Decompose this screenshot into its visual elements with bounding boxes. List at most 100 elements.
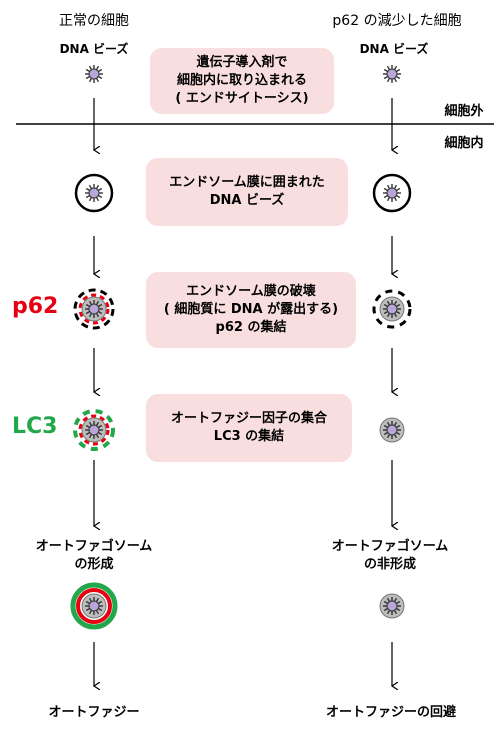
p62-cluster-ring xyxy=(78,414,110,446)
bead-spike xyxy=(95,312,100,318)
bead-spike xyxy=(88,300,93,306)
step-box-endosome: エンドソーム膜に囲まれた DNA ビーズ xyxy=(146,158,348,226)
dna-bead-icon xyxy=(88,424,100,436)
bead-spike xyxy=(386,421,391,427)
bead-spike xyxy=(97,187,103,192)
bead-spike xyxy=(383,600,389,605)
dna-bead-icon xyxy=(88,600,100,612)
dna-beads-label-depleted: DNA ビーズ xyxy=(359,42,429,56)
bead-spike xyxy=(95,433,100,439)
bead-spike xyxy=(85,431,91,436)
autophagy-label: オートファジー xyxy=(48,705,140,720)
column-title-normal: 正常の細胞 xyxy=(59,13,129,29)
bead-spike xyxy=(88,196,93,202)
bead-spike xyxy=(85,68,91,73)
bead-spike xyxy=(85,424,91,429)
stage-line: オートファゴソーム xyxy=(331,539,449,554)
step-line: LC3 の集結 xyxy=(213,429,285,444)
bead-spike xyxy=(383,194,389,199)
bead-spike xyxy=(393,433,398,439)
bead-spike xyxy=(85,310,91,315)
dna-bead-icon xyxy=(88,68,100,80)
bead-spike xyxy=(386,65,391,71)
autophagosome-outer-ring xyxy=(70,582,118,630)
bead-spike xyxy=(95,597,100,603)
bead-spike xyxy=(386,184,391,190)
step-line: ( 細胞質に DNA が露出する) xyxy=(163,302,339,317)
bead-spike xyxy=(97,68,103,73)
bead-spike xyxy=(88,312,93,318)
bead-spike xyxy=(395,194,401,199)
endosome-membrane xyxy=(74,173,114,213)
stage-line: の形成 xyxy=(74,557,114,572)
autophagosome-formation-label: オートファゴソーム の形成 xyxy=(14,538,174,574)
bead-spike xyxy=(88,65,93,71)
dna-bead-icon xyxy=(88,187,100,199)
bead-spike xyxy=(97,194,103,199)
bead-spike xyxy=(95,196,100,202)
step-line: p62 の集結 xyxy=(215,320,287,335)
bead-spike xyxy=(395,607,401,612)
p62-marker-label: p62 xyxy=(12,294,59,319)
lc3-cluster-ring xyxy=(73,409,115,451)
autophagy-avoidance-label: オートファジーの回避 xyxy=(325,705,456,720)
bead-spike xyxy=(88,609,93,615)
bead-spike xyxy=(97,75,103,80)
bead-spike xyxy=(395,187,401,192)
bead-spike xyxy=(88,597,93,603)
column-title-depleted: p62 の減少した細胞 xyxy=(332,13,462,29)
bead-spike xyxy=(88,433,93,439)
bead-spike xyxy=(395,424,401,429)
bead-spike xyxy=(97,303,103,308)
bead-spike xyxy=(395,310,401,315)
bead-spike xyxy=(393,300,398,306)
bead-spike xyxy=(383,431,389,436)
bead-spike xyxy=(85,194,91,199)
bead-spike xyxy=(393,196,398,202)
bead-spike xyxy=(395,75,401,80)
bead-spike xyxy=(88,421,93,427)
bead-spike xyxy=(386,312,391,318)
bead-spike xyxy=(88,184,93,190)
autophagosome-inner-ring xyxy=(76,588,112,624)
bead-spike xyxy=(85,303,91,308)
step-box-autophagy-factors: オートファジー因子の集合 LC3 の集結 xyxy=(146,394,352,462)
bead-spike xyxy=(95,65,100,71)
step-line: DNA ビーズ xyxy=(209,193,285,208)
bead-spike xyxy=(95,77,100,83)
bead-spike xyxy=(97,424,103,429)
bead-spike xyxy=(383,303,389,308)
step-line: エンドソーム膜の破壊 xyxy=(186,284,316,299)
bead-spike xyxy=(386,433,391,439)
bead-spike xyxy=(383,607,389,612)
ruptured-membrane xyxy=(73,288,115,330)
bead-spike xyxy=(383,310,389,315)
bead-spike xyxy=(383,187,389,192)
bead-spike xyxy=(393,184,398,190)
p62-cluster-ring xyxy=(78,293,110,325)
endosome-membrane xyxy=(372,173,412,213)
bead-spike xyxy=(97,607,103,612)
step-line: オートファジー因子の集合 xyxy=(170,411,327,426)
inside-cell-label: 細胞内 xyxy=(444,136,484,151)
bead-spike xyxy=(85,600,91,605)
stage-line: の非形成 xyxy=(363,557,416,572)
ruptured-membrane xyxy=(372,289,412,329)
bead-spike xyxy=(395,431,401,436)
bead-spike xyxy=(85,187,91,192)
bead-spike xyxy=(95,300,100,306)
stage-line: オートファゴソーム xyxy=(35,539,153,554)
bead-spike xyxy=(393,65,398,71)
bead-spike xyxy=(395,600,401,605)
bead-spike xyxy=(386,196,391,202)
bead-spike xyxy=(97,431,103,436)
step-line: エンドソーム膜に囲まれた xyxy=(169,175,325,190)
bead-spike xyxy=(97,310,103,315)
bead-spike xyxy=(386,77,391,83)
bead-spike xyxy=(88,77,93,83)
dna-bead-icon xyxy=(88,303,100,315)
dna-bead-icon xyxy=(386,600,398,612)
dna-bead-icon xyxy=(386,424,398,436)
step-box-membrane-rupture: エンドソーム膜の破壊 ( 細胞質に DNA が露出する) p62 の集結 xyxy=(146,272,356,348)
bead-spike xyxy=(97,600,103,605)
